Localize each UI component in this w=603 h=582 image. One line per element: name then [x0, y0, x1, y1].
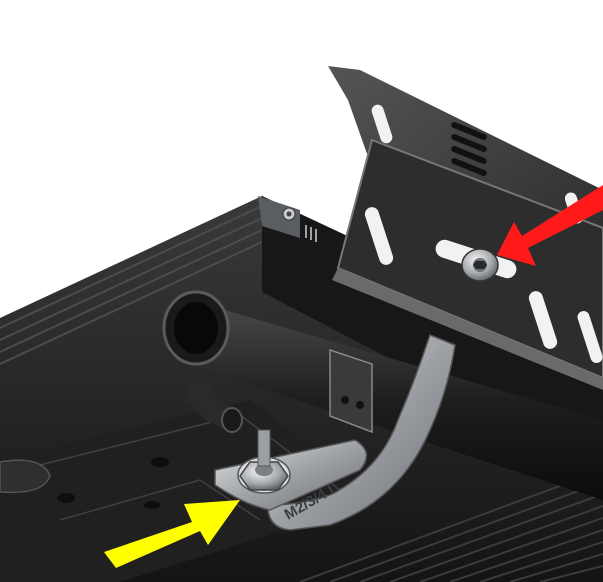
lower-nut	[237, 429, 291, 494]
pipe	[162, 290, 603, 500]
red-arrow	[497, 185, 603, 266]
yellow-arrow	[104, 500, 240, 568]
bracket-vents	[451, 122, 487, 176]
clip-bracket	[329, 348, 373, 434]
corner-cap	[258, 196, 317, 242]
upper-bracket-bolt	[461, 248, 499, 282]
